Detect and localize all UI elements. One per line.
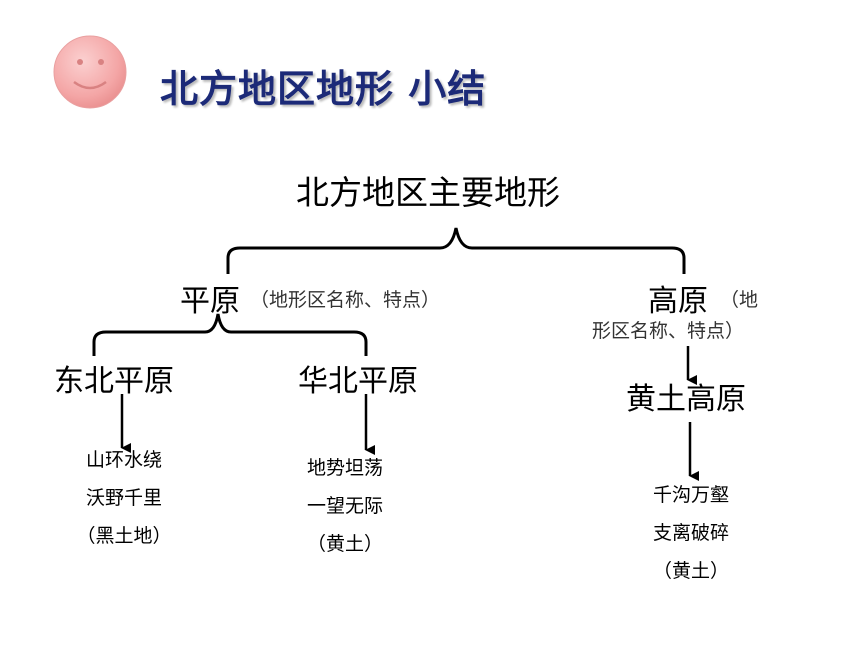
plateau-node: 高原 <box>648 284 708 319</box>
feature-line: （黄土） <box>652 560 729 582</box>
plateau-note-line1: （地 <box>720 289 759 311</box>
feature-line: （黑土地） <box>76 525 172 547</box>
feature-line: 支离破碎 <box>652 522 729 544</box>
northeast-plain-node: 东北平原 <box>54 364 174 399</box>
plain-brace <box>92 313 368 356</box>
root-brace <box>226 227 686 274</box>
page-title: 北方地区地形 小结 <box>160 67 487 111</box>
feature-line: 一望无际 <box>306 495 383 517</box>
plain-node: 平原 <box>180 284 240 319</box>
feature-line: （黄土） <box>306 533 383 555</box>
north-china-plain-node: 华北平原 <box>298 364 418 399</box>
feature-line: 地势坦荡 <box>306 457 383 479</box>
loess-plateau-features: 千沟万壑 支离破碎 （黄土） <box>636 476 746 590</box>
north-china-plain-features: 地势坦荡 一望无际 （黄土） <box>290 449 400 563</box>
plateau-note-line2: 形区名称、特点） <box>592 320 745 342</box>
feature-line: 沃野千里 <box>85 487 162 509</box>
feature-line: 千沟万壑 <box>652 484 729 506</box>
plain-note: （地形区名称、特点） <box>250 289 441 311</box>
loess-plateau-node: 黄土高原 <box>626 382 746 417</box>
root-node: 北方地区主要地形 <box>296 173 560 212</box>
feature-line: 山环水绕 <box>85 449 162 471</box>
smiley-face-icon <box>53 35 127 109</box>
northeast-plain-features: 山环水绕 沃野千里 （黑土地） <box>60 441 188 555</box>
